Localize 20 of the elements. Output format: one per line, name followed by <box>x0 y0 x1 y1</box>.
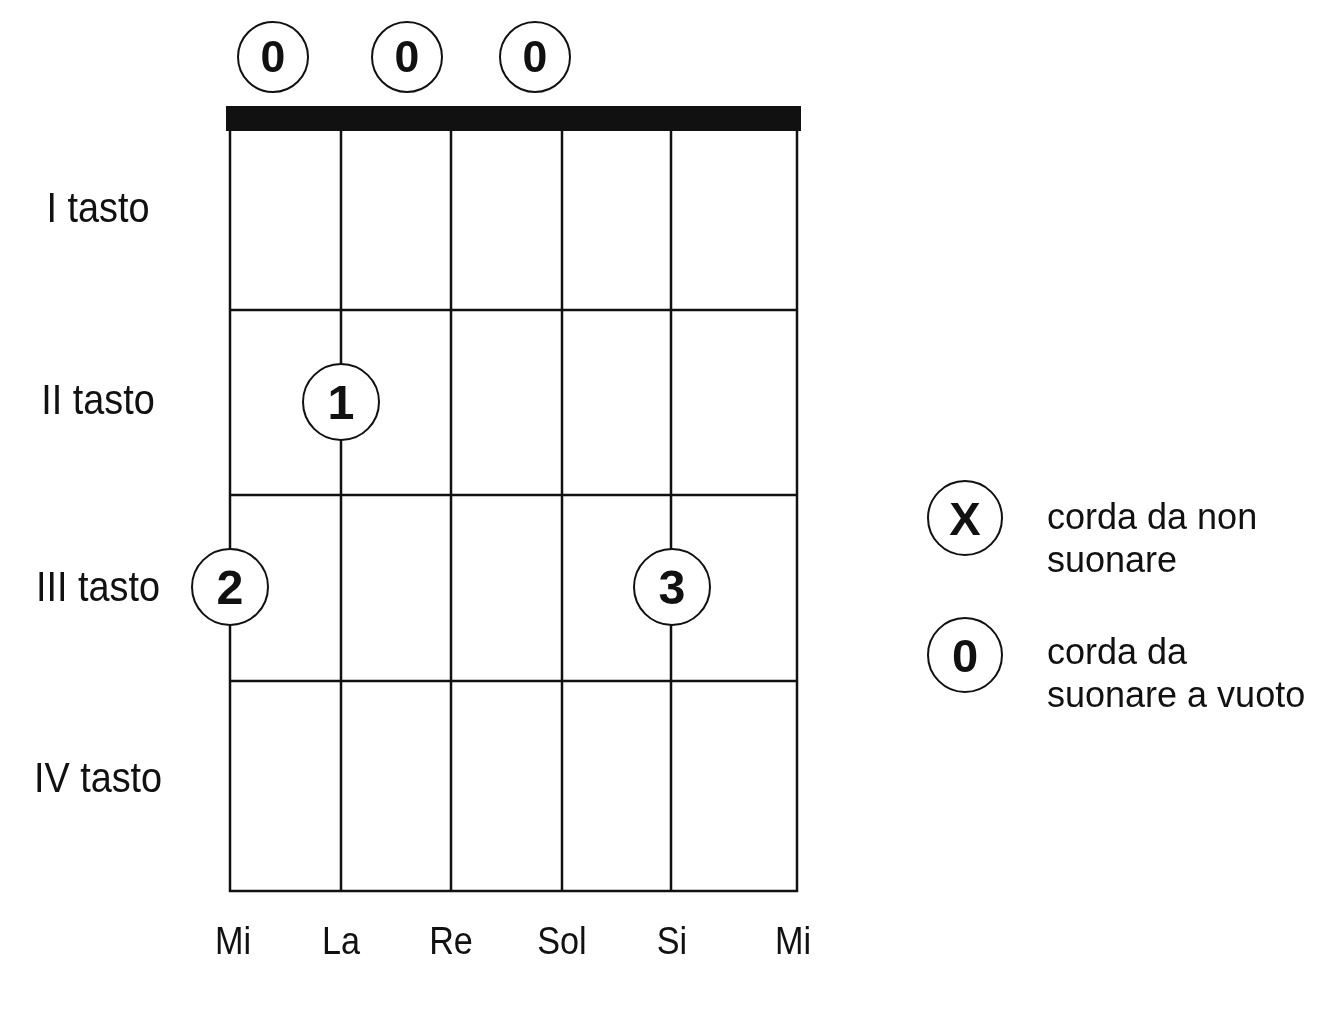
finger-circle: 0 <box>927 617 1003 693</box>
finger-circle: 0 <box>499 21 571 93</box>
string-label: Mi <box>214 921 252 963</box>
legend-text: corda da non suonare <box>1047 495 1259 582</box>
string-label: Sol <box>537 921 587 963</box>
finger-circle: 3 <box>633 548 711 626</box>
finger-circle: 1 <box>302 363 380 441</box>
string-label: Re <box>429 921 473 963</box>
fret-label: IV tasto <box>33 754 163 802</box>
finger-circle: 0 <box>371 21 443 93</box>
legend-text: corda da suonare a vuoto <box>1047 630 1307 717</box>
finger-circle: 0 <box>237 21 309 93</box>
string-label: La <box>321 921 361 963</box>
fret-label: II tasto <box>41 376 155 424</box>
finger-circle: X <box>927 480 1003 556</box>
finger-circle: 2 <box>191 548 269 626</box>
fret-label: III tasto <box>36 563 160 611</box>
fret-label: I tasto <box>46 184 150 232</box>
string-label: Mi <box>774 921 812 963</box>
string-label: Si <box>656 921 688 963</box>
